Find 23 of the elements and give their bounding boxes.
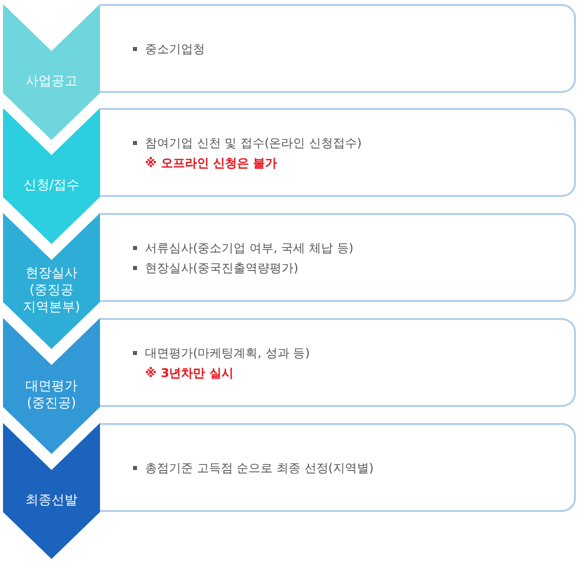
chevron-step — [3, 4, 100, 140]
detail-box — [100, 318, 576, 407]
step-label: 사업공고 — [26, 72, 78, 90]
chevron-step — [3, 318, 100, 454]
detail-box — [100, 4, 576, 93]
detail-box — [100, 213, 576, 302]
detail-box — [100, 423, 576, 512]
detail-text: 대면평가(마케팅계획, 성과 등) — [145, 344, 310, 360]
note-text: ※ 3년차만 실시 — [145, 364, 234, 380]
chevron-step — [3, 423, 100, 559]
note-text: ※ 오프라인 신청은 불가 — [145, 154, 278, 170]
step-label: 현장실사 (중징공 지역본부) — [22, 264, 82, 316]
detail-text: 중소기업청 — [145, 40, 205, 56]
detail-box — [100, 108, 576, 197]
chevron-step — [3, 108, 100, 244]
step-label: 대면평가 (중진공) — [24, 378, 78, 412]
chevron-step — [3, 213, 100, 349]
step-label: 신청/접수 — [23, 176, 80, 194]
detail-text: 총점기준 고득점 순으로 최종 선정(지역별) — [145, 460, 374, 476]
detail-text: 서류심사(중소기업 여부, 국세 체납 등) — [145, 240, 354, 256]
detail-text: 현장실사(중국진출역량평가) — [145, 260, 298, 276]
detail-text: 참여기업 신천 및 접수(온라인 신청접수) — [145, 134, 362, 150]
step-label: 최종선발 — [26, 492, 78, 508]
